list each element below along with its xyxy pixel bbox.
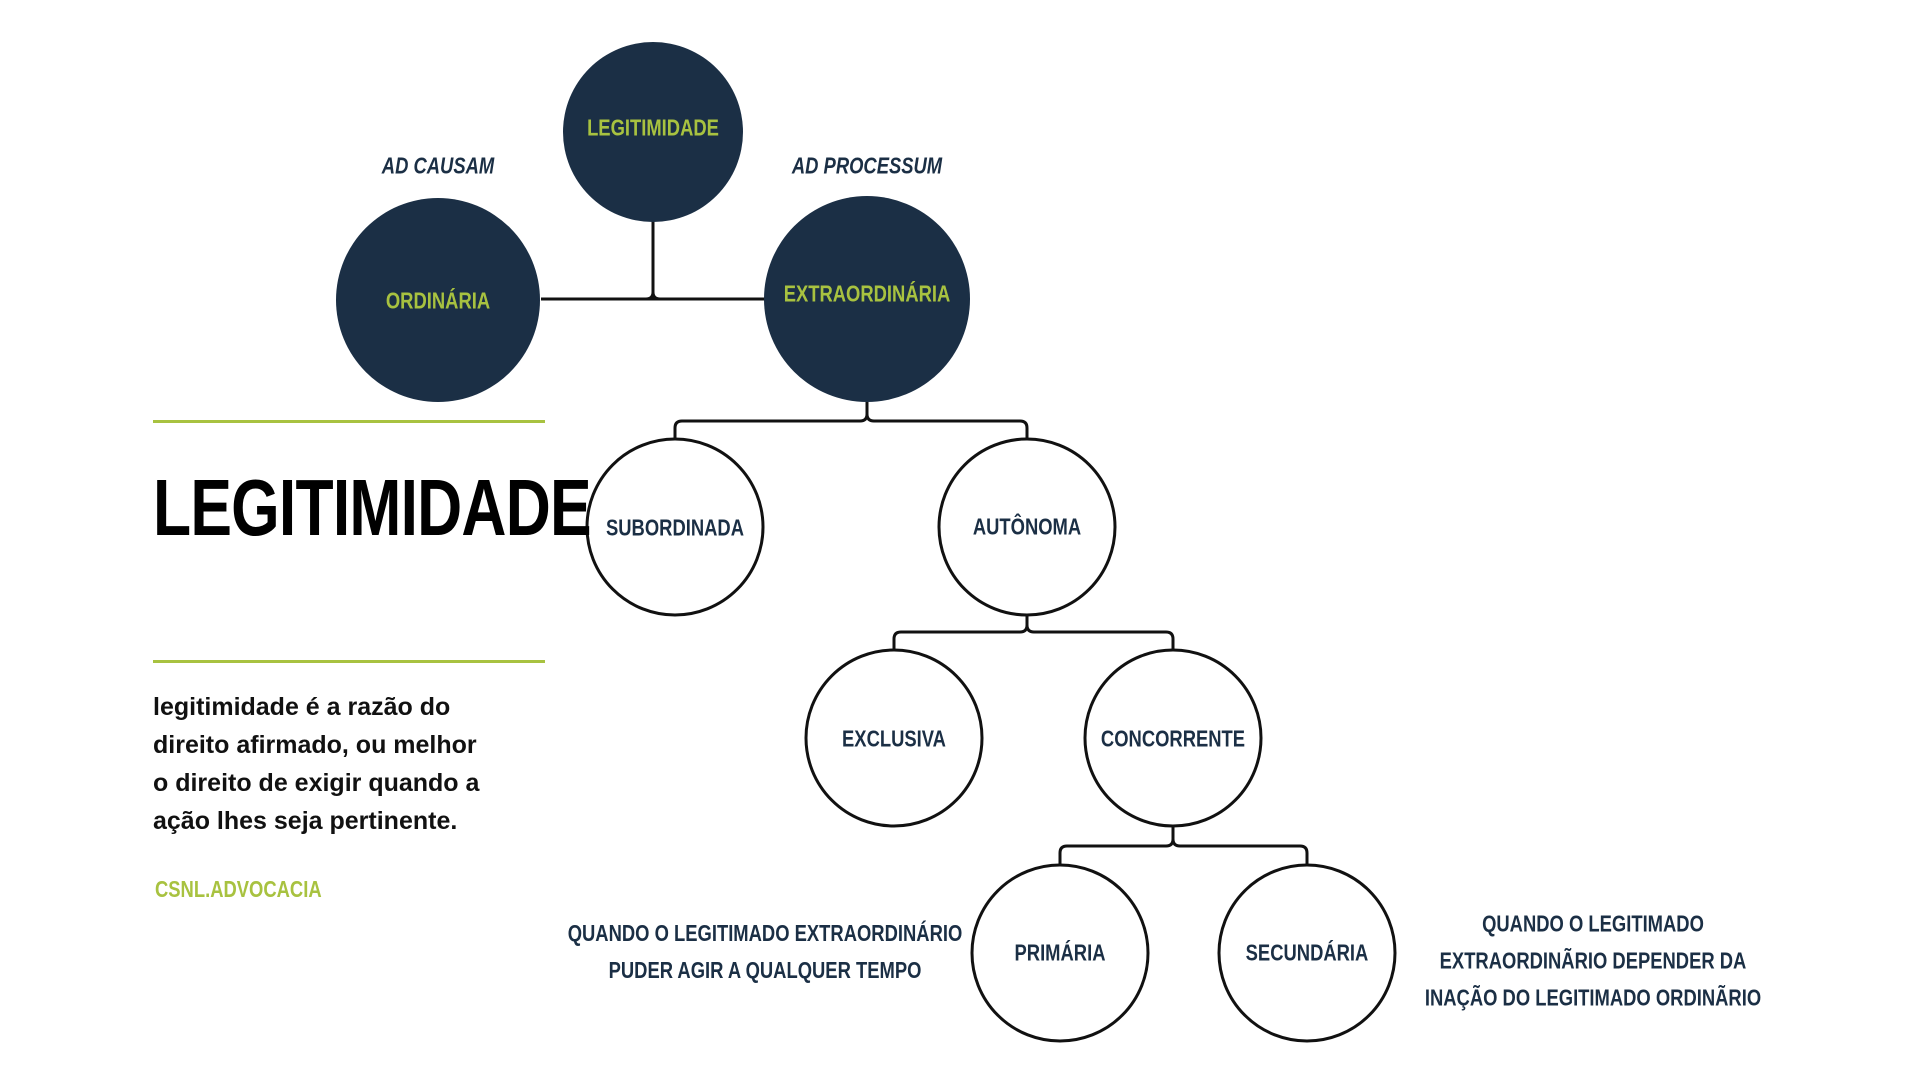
node-label-legitimidade: LEGITIMIDADE	[587, 114, 719, 141]
node-autonoma	[937, 437, 1117, 617]
description-line: ação lhes seja pertinente.	[153, 807, 458, 835]
divider-top	[153, 420, 545, 423]
primaria-note-line: QUANDO O LEGITIMADO EXTRAORDINÁRIO	[567, 920, 963, 946]
node-label-extraordinaria: EXTRAORDINÁRIA	[783, 280, 951, 307]
primaria-note: QUANDO O LEGITIMADO EXTRAORDINÁRIO PUDER…	[568, 915, 963, 989]
node-subordinada	[585, 437, 765, 617]
node-label-exclusiva: EXCLUSIVA	[842, 725, 946, 752]
brand-name: CSNL.ADVOCACIA	[155, 876, 322, 902]
node-label-primaria: PRIMÁRIA	[1014, 939, 1106, 966]
connector-extraordinaria	[673, 402, 1029, 438]
node-label-ordinaria: ORDINÁRIA	[385, 287, 491, 314]
description-line: o direito de exigir quando a	[153, 769, 480, 797]
description: legitimidade é a razão do direito afirma…	[153, 688, 479, 840]
node-concorrente	[1083, 648, 1263, 828]
connector-root	[541, 221, 765, 301]
secundaria-note-line: QUANDO O LEGITIMADO	[1482, 910, 1704, 937]
node-legitimidade	[563, 42, 743, 222]
secundaria-note-line: INAÇÃO DO LEGITIMADO ORDINÃRIO	[1424, 984, 1762, 1011]
connector-concorrente	[1058, 827, 1309, 864]
connector-autonoma	[892, 616, 1175, 649]
node-label-secundaria: SECUNDÁRIA	[1245, 939, 1369, 966]
node-secundaria	[1217, 863, 1397, 1043]
node-label-concorrente: CONCORRENTE	[1100, 725, 1246, 752]
divider-bottom	[153, 660, 545, 663]
label-ad-causam: AD CAUSAM	[381, 152, 495, 179]
primaria-note-line: PUDER AGIR A QUALQUER TEMPO	[608, 957, 922, 983]
node-primaria	[970, 863, 1150, 1043]
node-exclusiva	[804, 648, 984, 828]
label-ad-processum: AD PROCESSUM	[791, 152, 943, 179]
secundaria-note: QUANDO O LEGITIMADO EXTRAORDINÃRIO DEPEN…	[1425, 906, 1761, 1017]
description-line: direito afirmado, ou melhor	[153, 731, 477, 759]
page-title: LEGITIMIDADE	[153, 463, 592, 552]
node-ordinaria	[336, 198, 540, 402]
node-label-subordinada: SUBORDINADA	[606, 514, 744, 541]
node-label-autonoma: AUTÔNOMA	[972, 513, 1082, 540]
description-line: legitimidade é a razão do	[153, 693, 451, 721]
secundaria-note-line: EXTRAORDINÃRIO DEPENDER DA	[1439, 947, 1747, 974]
node-extraordinaria	[764, 196, 970, 402]
